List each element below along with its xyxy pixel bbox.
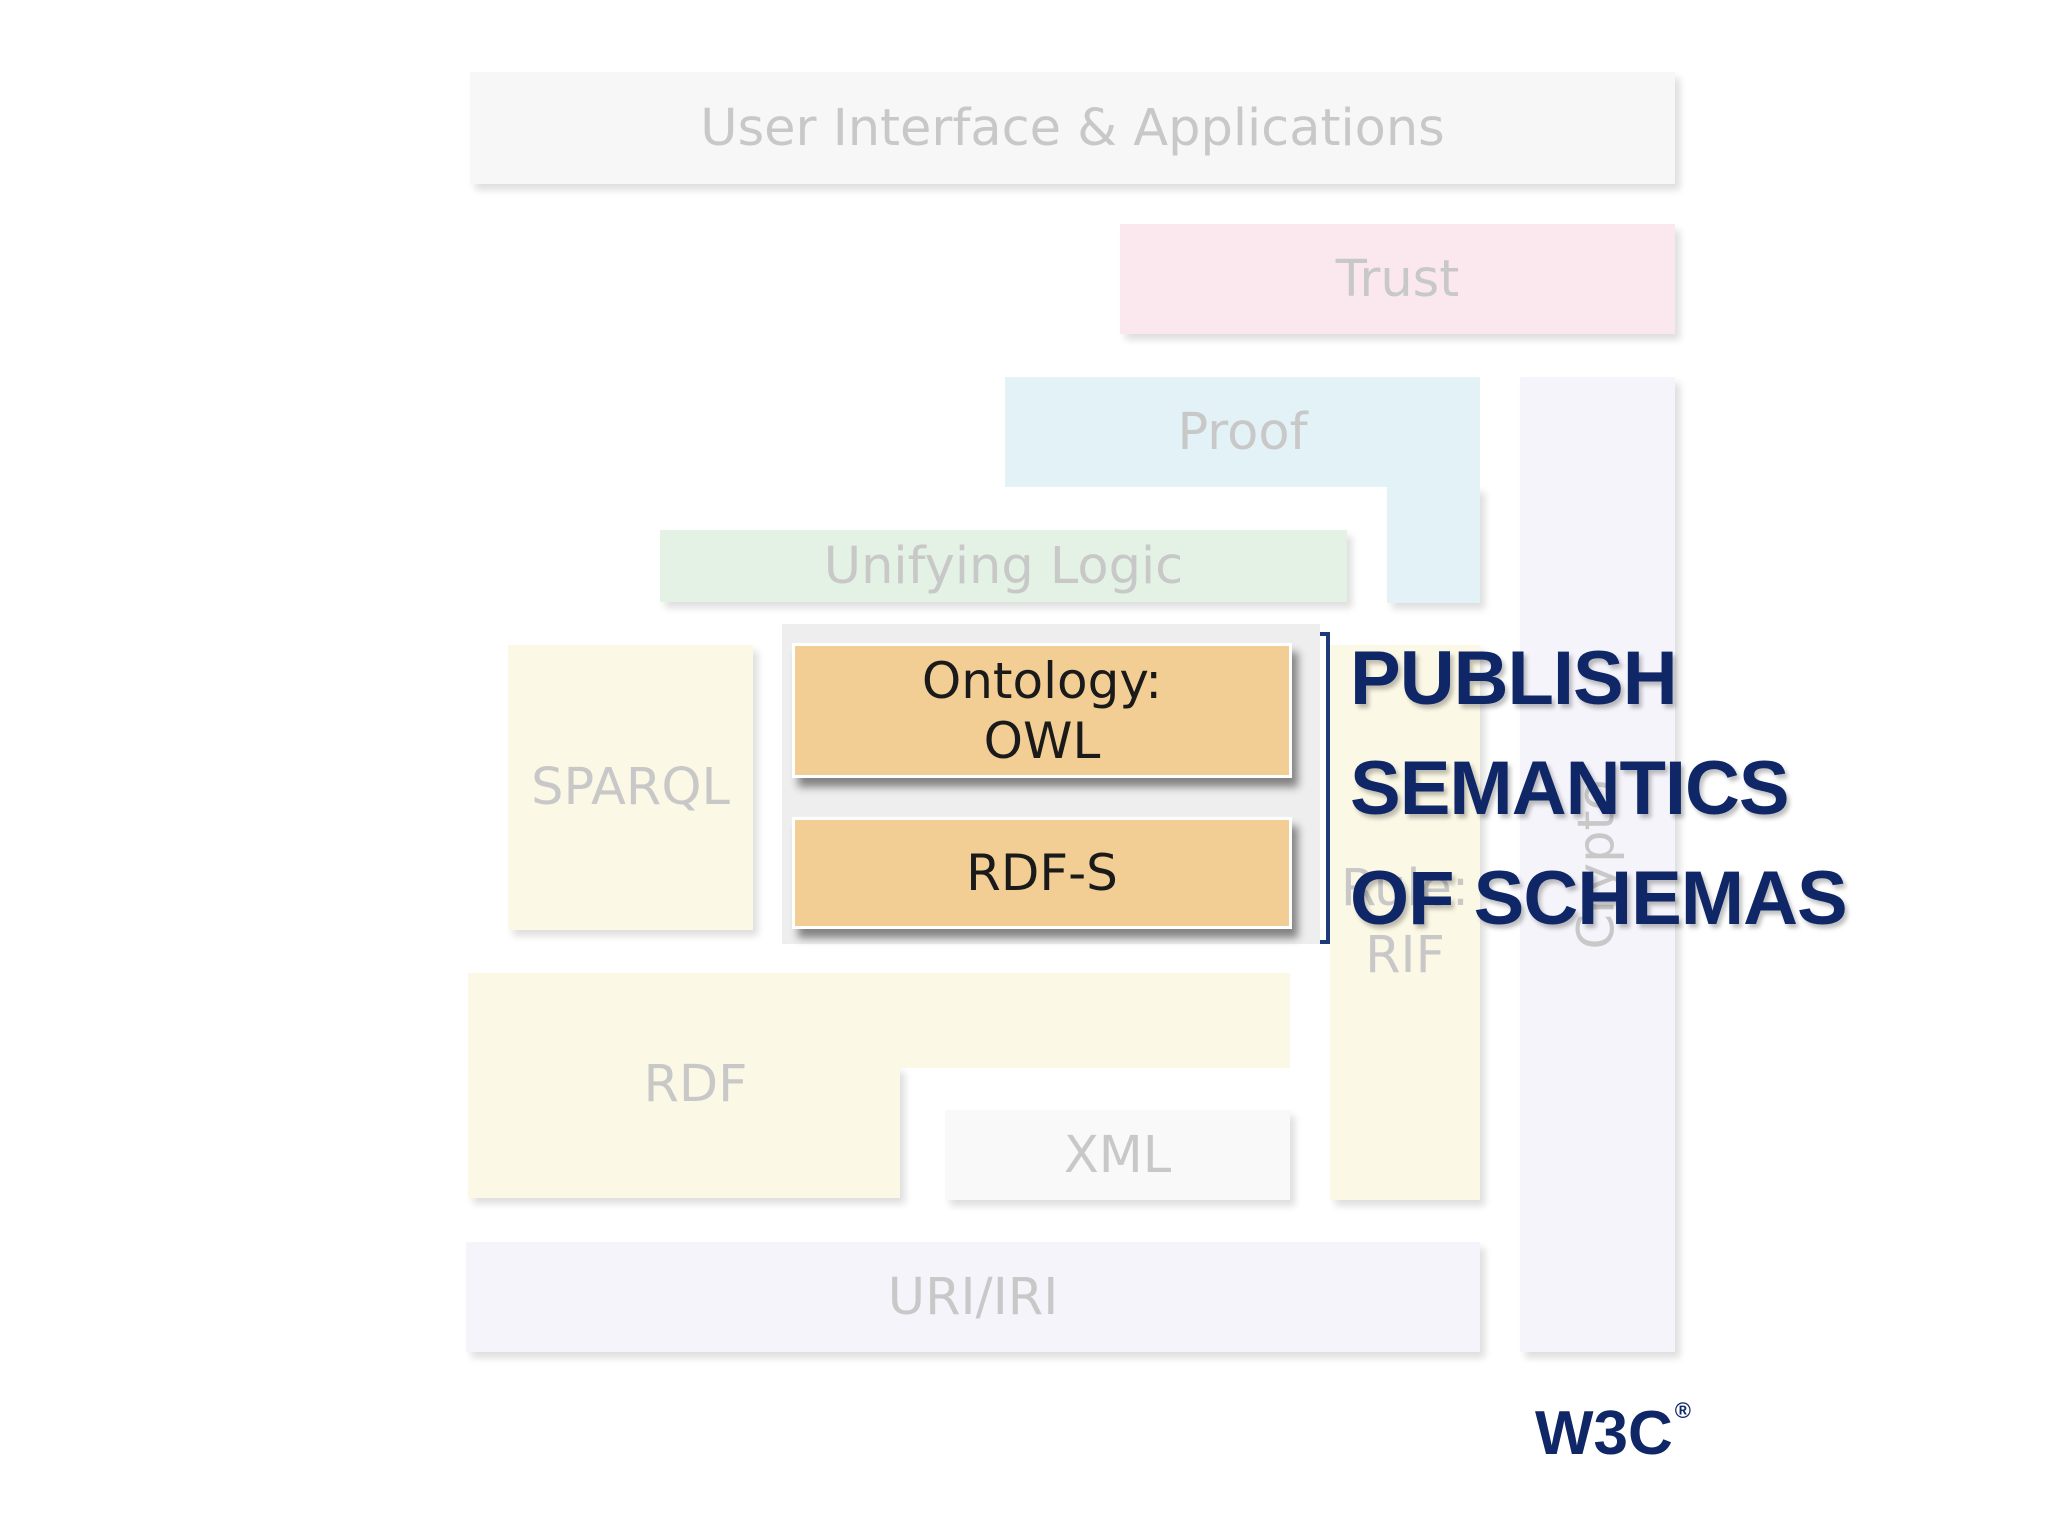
layer-label: URI/IRI <box>887 1267 1059 1327</box>
layer-rdfs: RDF-S <box>792 817 1292 929</box>
layer-rdf-top <box>468 973 1290 1068</box>
layer-ontology-owl: Ontology: OWL <box>792 643 1292 778</box>
callout-bracket <box>1320 632 1330 944</box>
layer-label: Rule: <box>1340 859 1470 919</box>
layer-crypto: Crypto <box>1520 377 1675 1352</box>
w3c-logo: W3C® <box>1535 1398 1691 1469</box>
layer-trust: Trust <box>1120 224 1675 334</box>
layer-label: User Interface & Applications <box>700 98 1445 158</box>
layer-label: XML <box>1063 1125 1172 1185</box>
layer-rdf-leg <box>468 1066 900 1198</box>
layer-proof-top: Proof <box>1005 377 1480 487</box>
layer-xml: XML <box>945 1110 1290 1200</box>
layer-unifying-logic: Unifying Logic <box>660 530 1347 602</box>
layer-uri-iri: URI/IRI <box>466 1242 1480 1352</box>
callout-line: PUBLISH <box>1350 636 1678 721</box>
layer-label: OWL <box>983 711 1101 770</box>
layer-label: SPARQL <box>531 758 730 817</box>
callout-line: SEMANTICS <box>1350 746 1790 831</box>
layer-label: Ontology: <box>921 651 1163 710</box>
layer-user-interface-applications: User Interface & Applications <box>470 72 1675 184</box>
layer-label: Proof <box>1177 402 1308 462</box>
layer-label: RIF <box>1365 925 1445 985</box>
registered-mark: ® <box>1674 1398 1691 1423</box>
logo-text: W3C <box>1535 1399 1673 1468</box>
callout-text: PUBLISH SEMANTICS OF SCHEMAS <box>1350 624 1848 954</box>
layer-label: RDF <box>643 1055 748 1114</box>
layer-rule-rif: Rule: RIF <box>1330 645 1480 1200</box>
layer-label: RDF-S <box>966 844 1118 902</box>
layer-sparql: SPARQL <box>508 645 753 930</box>
layer-label: Unifying Logic <box>823 536 1184 596</box>
layer-label: Trust <box>1335 249 1460 309</box>
layer-proof-leg <box>1387 486 1480 603</box>
callout-line: OF SCHEMAS <box>1350 856 1848 941</box>
